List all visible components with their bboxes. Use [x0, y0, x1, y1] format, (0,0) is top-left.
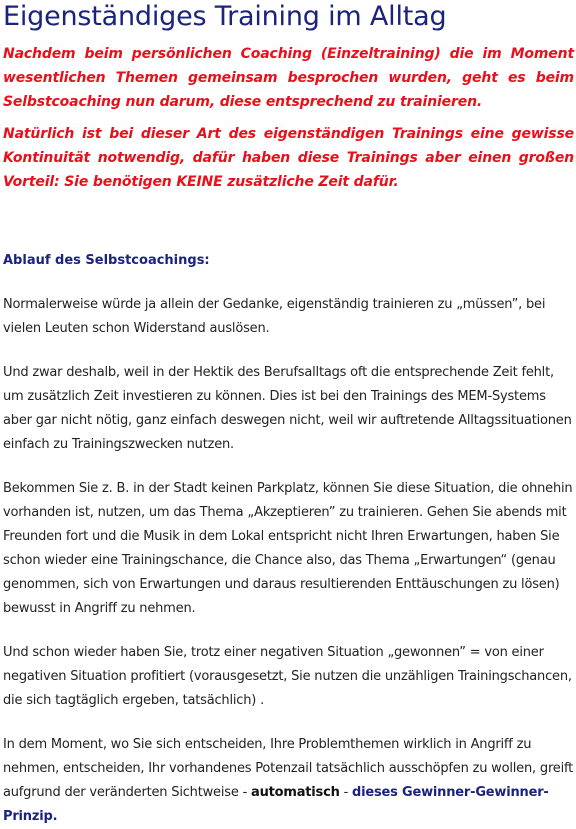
body-paragraph-2: Und zwar deshalb, weil in der Hektik des…: [3, 365, 572, 452]
intro-paragraph-2: Natürlich ist bei dieser Art des eigenst…: [3, 126, 574, 190]
body-paragraph-5-text: In dem Moment, wo Sie sich entscheiden, …: [3, 737, 574, 800]
body-paragraph-3: Bekommen Sie z. B. in der Stadt keinen P…: [3, 481, 573, 616]
intro-paragraph-1: Nachdem beim persönlichen Coaching (Einz…: [3, 46, 574, 110]
body-paragraph-4: Und schon wieder haben Sie, trotz einer …: [3, 645, 572, 708]
body-paragraph-5: In dem Moment, wo Sie sich entscheiden, …: [3, 733, 574, 829]
automatisch-emphasis: automatisch: [251, 785, 340, 800]
separator-text: -: [339, 785, 353, 800]
page-title: Eigenständiges Training im Alltag: [3, 1, 447, 32]
section-title: Ablauf des Selbstcoachings:: [3, 253, 210, 268]
paragraph-end: .: [52, 809, 58, 824]
body-paragraph-1: Normalerweise würde ja allein der Gedank…: [3, 297, 546, 336]
